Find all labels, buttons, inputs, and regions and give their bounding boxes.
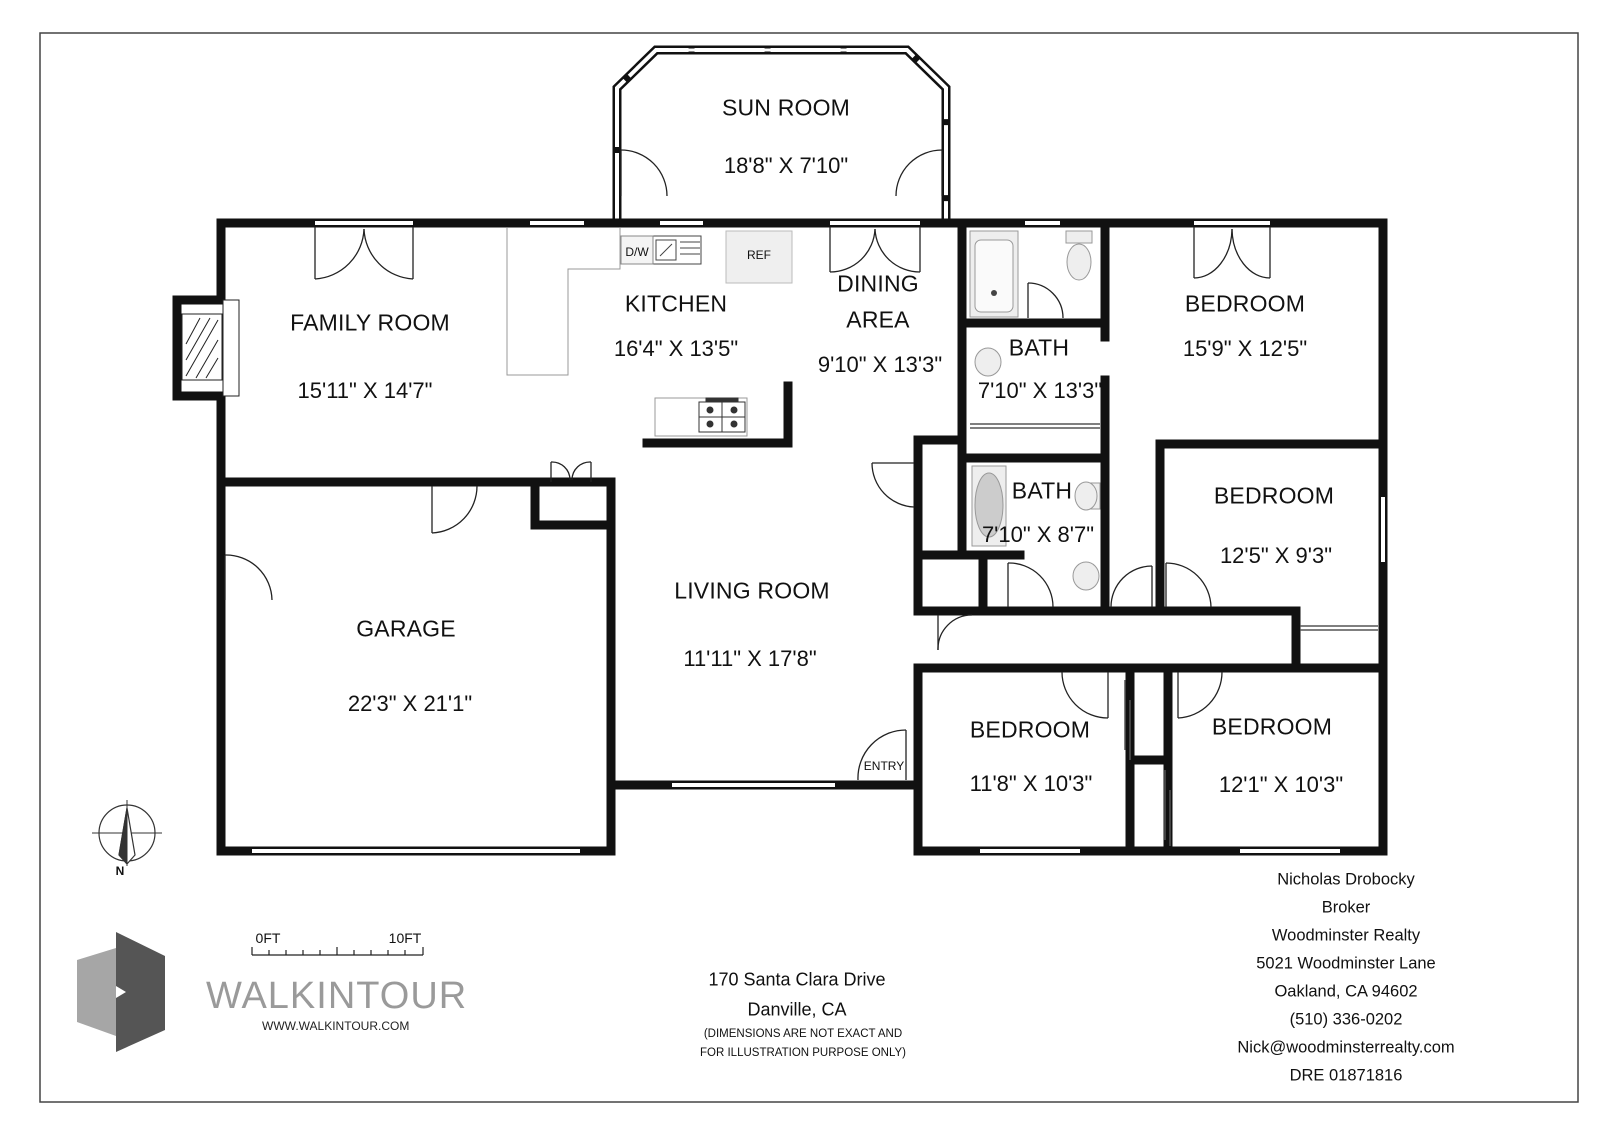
bedroom-2-name: BEDROOM — [1213, 482, 1335, 509]
garage-name: GARAGE — [356, 615, 456, 642]
entry-label: ENTRY — [863, 759, 905, 773]
bedroom-3-name: BEDROOM — [969, 716, 1091, 743]
kitchen-dims: 16'4" X 13'5" — [613, 336, 739, 361]
family-room-name: FAMILY ROOM — [290, 309, 450, 336]
bath-1-name: BATH — [1008, 334, 1070, 361]
bath-2-fixtures — [971, 465, 1101, 591]
kitchen-sink — [652, 235, 702, 265]
brand-name: WALKINTOUR — [206, 975, 468, 1017]
bedroom-1-name: BEDROOM — [1184, 290, 1306, 317]
compass-north-label: N — [115, 864, 125, 878]
dining-name-line2: AREA — [846, 306, 910, 333]
compass-icon — [92, 800, 162, 866]
dishwasher-label: D/W — [625, 245, 649, 259]
family-room-dims: 15'11" X 14'7" — [297, 378, 433, 403]
closet-sliders — [970, 423, 1378, 846]
scale-bar — [251, 947, 424, 956]
bedroom-4-dims: 12'1" X 10'3" — [1218, 772, 1344, 797]
bedroom-4-name: BEDROOM — [1211, 713, 1333, 740]
bedroom-2-dims: 12'5" X 9'3" — [1219, 543, 1333, 568]
bedroom-1-dims: 15'9" X 12'5" — [1182, 336, 1308, 361]
fireplace — [181, 299, 240, 397]
agent-street: 5021 Woodminster Lane — [1256, 954, 1436, 973]
agent-email[interactable]: Nick@woodminsterrealty.com — [1237, 1038, 1455, 1057]
living-room-dims: 11'11" X 17'8" — [683, 646, 817, 671]
agent-company: Woodminster Realty — [1271, 926, 1421, 945]
dining-name-line1: DINING — [837, 270, 919, 297]
kitchen-counters — [506, 228, 748, 437]
window-frames — [252, 218, 1340, 856]
refrigerator-label: REF — [747, 248, 771, 262]
agent-name: Nicholas Drobocky — [1277, 870, 1415, 889]
scale-end-label: 10FT — [388, 930, 422, 946]
dishwasher — [620, 235, 654, 265]
address-street: 170 Santa Clara Drive — [708, 969, 886, 990]
refrigerator — [725, 230, 793, 284]
bath-2-dims: 7'10" X 8'7" — [981, 522, 1095, 547]
walkintour-logo-icon — [77, 932, 165, 1052]
agent-title: Broker — [1321, 898, 1371, 917]
living-room-name: LIVING ROOM — [674, 577, 830, 604]
sun-room-doors — [620, 149, 943, 197]
brand-url: WWW.WALKINTOUR.COM — [262, 1019, 410, 1033]
agent-phone: (510) 336-0202 — [1289, 1010, 1403, 1029]
sun-room-walls — [612, 45, 951, 223]
bath-1-dims: 7'10" X 13'3" — [977, 378, 1103, 403]
sun-room-name: SUN ROOM — [721, 94, 851, 121]
agent-city: Oakland, CA 94602 — [1274, 982, 1418, 1001]
house-windows — [252, 221, 1385, 853]
address-city: Danville, CA — [747, 999, 847, 1020]
garage-dims: 22'3" X 21'1" — [347, 691, 473, 716]
bedroom-3-dims: 11'8" X 10'3" — [969, 771, 1093, 796]
disclaimer-line1: (DIMENSIONS ARE NOT EXACT AND — [703, 1028, 903, 1040]
disclaimer-line2: FOR ILLUSTRATION PURPOSE ONLY) — [700, 1047, 906, 1059]
cooktop — [698, 397, 746, 433]
scale-start-label: 0FT — [255, 930, 281, 946]
doors — [224, 227, 1271, 781]
dining-dims: 9'10" X 13'3" — [817, 352, 943, 377]
bath-1-fixtures — [969, 230, 1093, 377]
kitchen-name: KITCHEN — [624, 290, 728, 317]
bath-2-name: BATH — [1011, 477, 1073, 504]
page-border — [39, 32, 1579, 1103]
sun-room-dims: 18'8" X 7'10" — [723, 153, 849, 178]
agent-license: DRE 01871816 — [1289, 1066, 1403, 1085]
